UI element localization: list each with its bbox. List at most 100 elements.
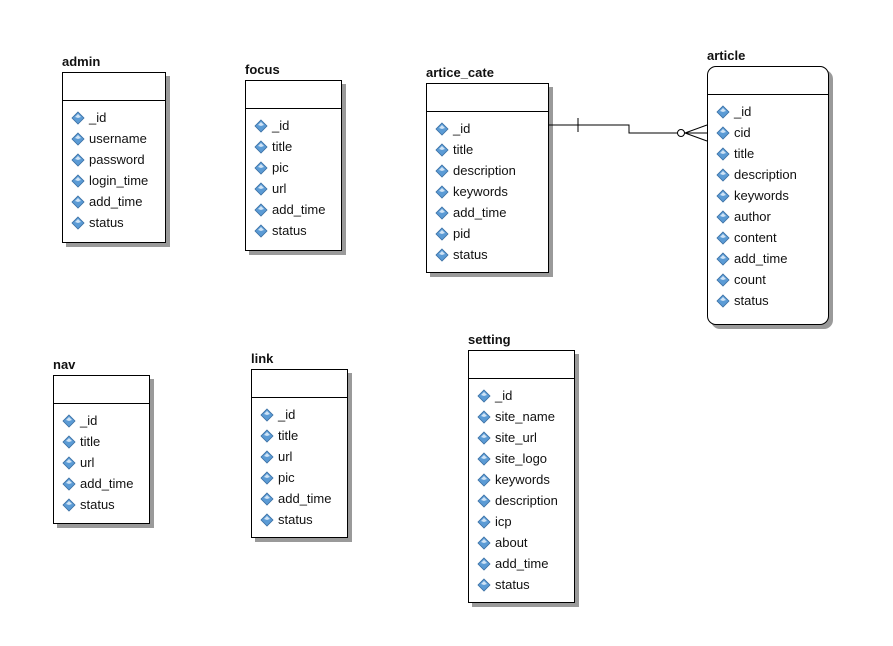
attribute-label: status bbox=[734, 293, 769, 308]
attribute-label: add_time bbox=[89, 194, 143, 209]
attribute-row: keywords bbox=[469, 469, 574, 490]
attribute-row: cid bbox=[708, 122, 828, 143]
attribute-label: pic bbox=[278, 470, 295, 485]
diamond-key-icon bbox=[435, 226, 449, 241]
diamond-key-icon bbox=[477, 577, 491, 592]
attribute-label: status bbox=[89, 215, 124, 230]
attribute-label: about bbox=[495, 535, 528, 550]
attribute-row: title bbox=[708, 143, 828, 164]
attribute-row: _id bbox=[54, 410, 149, 431]
entity-header bbox=[63, 73, 165, 101]
entity-header bbox=[54, 376, 149, 404]
attribute-row: pic bbox=[246, 157, 341, 178]
diamond-key-icon bbox=[254, 202, 268, 217]
diamond-key-icon bbox=[477, 493, 491, 508]
attribute-row: title bbox=[427, 139, 548, 160]
diamond-key-icon bbox=[71, 131, 85, 146]
attribute-label: _id bbox=[495, 388, 513, 403]
diamond-key-icon bbox=[716, 230, 730, 245]
attribute-label: url bbox=[272, 181, 287, 196]
attribute-label: pic bbox=[272, 160, 289, 175]
diamond-key-icon bbox=[477, 472, 491, 487]
crowfoot-upper bbox=[684, 124, 708, 134]
diamond-key-icon bbox=[71, 152, 85, 167]
entity-title: setting bbox=[468, 332, 511, 347]
attribute-row: title bbox=[252, 425, 347, 446]
attribute-label: add_time bbox=[734, 251, 788, 266]
attribute-row: about bbox=[469, 532, 574, 553]
attribute-list: _id title url add_time status bbox=[54, 404, 149, 515]
diamond-key-icon bbox=[260, 491, 274, 506]
diamond-key-icon bbox=[260, 407, 274, 422]
attribute-label: title bbox=[80, 434, 101, 449]
entity-header bbox=[708, 67, 828, 95]
attribute-row: add_time bbox=[54, 473, 149, 494]
diamond-key-icon bbox=[477, 451, 491, 466]
attribute-label: _id bbox=[278, 407, 296, 422]
attribute-row: description bbox=[469, 490, 574, 511]
attribute-row: title bbox=[54, 431, 149, 452]
attribute-row: url bbox=[252, 446, 347, 467]
attribute-row: keywords bbox=[708, 185, 828, 206]
diamond-key-icon bbox=[477, 388, 491, 403]
attribute-row: _id bbox=[708, 101, 828, 122]
attribute-label: url bbox=[80, 455, 95, 470]
attribute-label: add_time bbox=[495, 556, 549, 571]
diamond-key-icon bbox=[477, 556, 491, 571]
entity-title: link bbox=[251, 351, 274, 366]
attribute-row: icp bbox=[469, 511, 574, 532]
attribute-row: status bbox=[469, 574, 574, 595]
diamond-key-icon bbox=[716, 209, 730, 224]
attribute-label: add_time bbox=[278, 491, 332, 506]
attribute-row: status bbox=[54, 494, 149, 515]
attribute-label: description bbox=[734, 167, 797, 182]
diamond-key-icon bbox=[435, 247, 449, 262]
attribute-row: url bbox=[246, 178, 341, 199]
attribute-label: status bbox=[272, 223, 307, 238]
attribute-row: status bbox=[708, 290, 828, 311]
attribute-row: description bbox=[708, 164, 828, 185]
attribute-row: description bbox=[427, 160, 548, 181]
zero-cardinality-mark bbox=[677, 129, 685, 137]
attribute-label: login_time bbox=[89, 173, 149, 188]
entity-header bbox=[469, 351, 574, 379]
diamond-key-icon bbox=[716, 146, 730, 161]
attribute-row: add_time bbox=[63, 191, 165, 212]
diamond-key-icon bbox=[435, 184, 449, 199]
attribute-row: keywords bbox=[427, 181, 548, 202]
attribute-row: title bbox=[246, 136, 341, 157]
attribute-label: title bbox=[278, 428, 299, 443]
attribute-label: site_name bbox=[495, 409, 555, 424]
attribute-label: _id bbox=[80, 413, 98, 428]
diamond-key-icon bbox=[716, 272, 730, 287]
attribute-row: content bbox=[708, 227, 828, 248]
attribute-row: site_name bbox=[469, 406, 574, 427]
attribute-row: login_time bbox=[63, 170, 165, 191]
attribute-label: add_time bbox=[80, 476, 134, 491]
diamond-key-icon bbox=[71, 110, 85, 125]
diamond-key-icon bbox=[716, 251, 730, 266]
diamond-key-icon bbox=[716, 125, 730, 140]
entity-box: _id username password login_time add_tim… bbox=[62, 72, 166, 243]
diamond-key-icon bbox=[71, 173, 85, 188]
attribute-label: password bbox=[89, 152, 145, 167]
entity-box: _id title description keywords add_time … bbox=[426, 83, 549, 273]
entity-title: admin bbox=[62, 54, 101, 69]
entity-box: _id title url pic add_time status bbox=[251, 369, 348, 538]
attribute-row: _id bbox=[63, 107, 165, 128]
diamond-key-icon bbox=[435, 142, 449, 157]
diamond-key-icon bbox=[254, 139, 268, 154]
attribute-label: author bbox=[734, 209, 771, 224]
attribute-list: _id title description keywords add_time … bbox=[427, 112, 548, 265]
attribute-label: keywords bbox=[453, 184, 508, 199]
diamond-key-icon bbox=[260, 428, 274, 443]
diamond-key-icon bbox=[62, 476, 76, 491]
attribute-label: status bbox=[453, 247, 488, 262]
attribute-row: status bbox=[252, 509, 347, 530]
attribute-label: count bbox=[734, 272, 766, 287]
diamond-key-icon bbox=[477, 430, 491, 445]
attribute-row: site_url bbox=[469, 427, 574, 448]
diamond-key-icon bbox=[254, 223, 268, 238]
relationship-line bbox=[549, 124, 707, 134]
diamond-key-icon bbox=[254, 181, 268, 196]
